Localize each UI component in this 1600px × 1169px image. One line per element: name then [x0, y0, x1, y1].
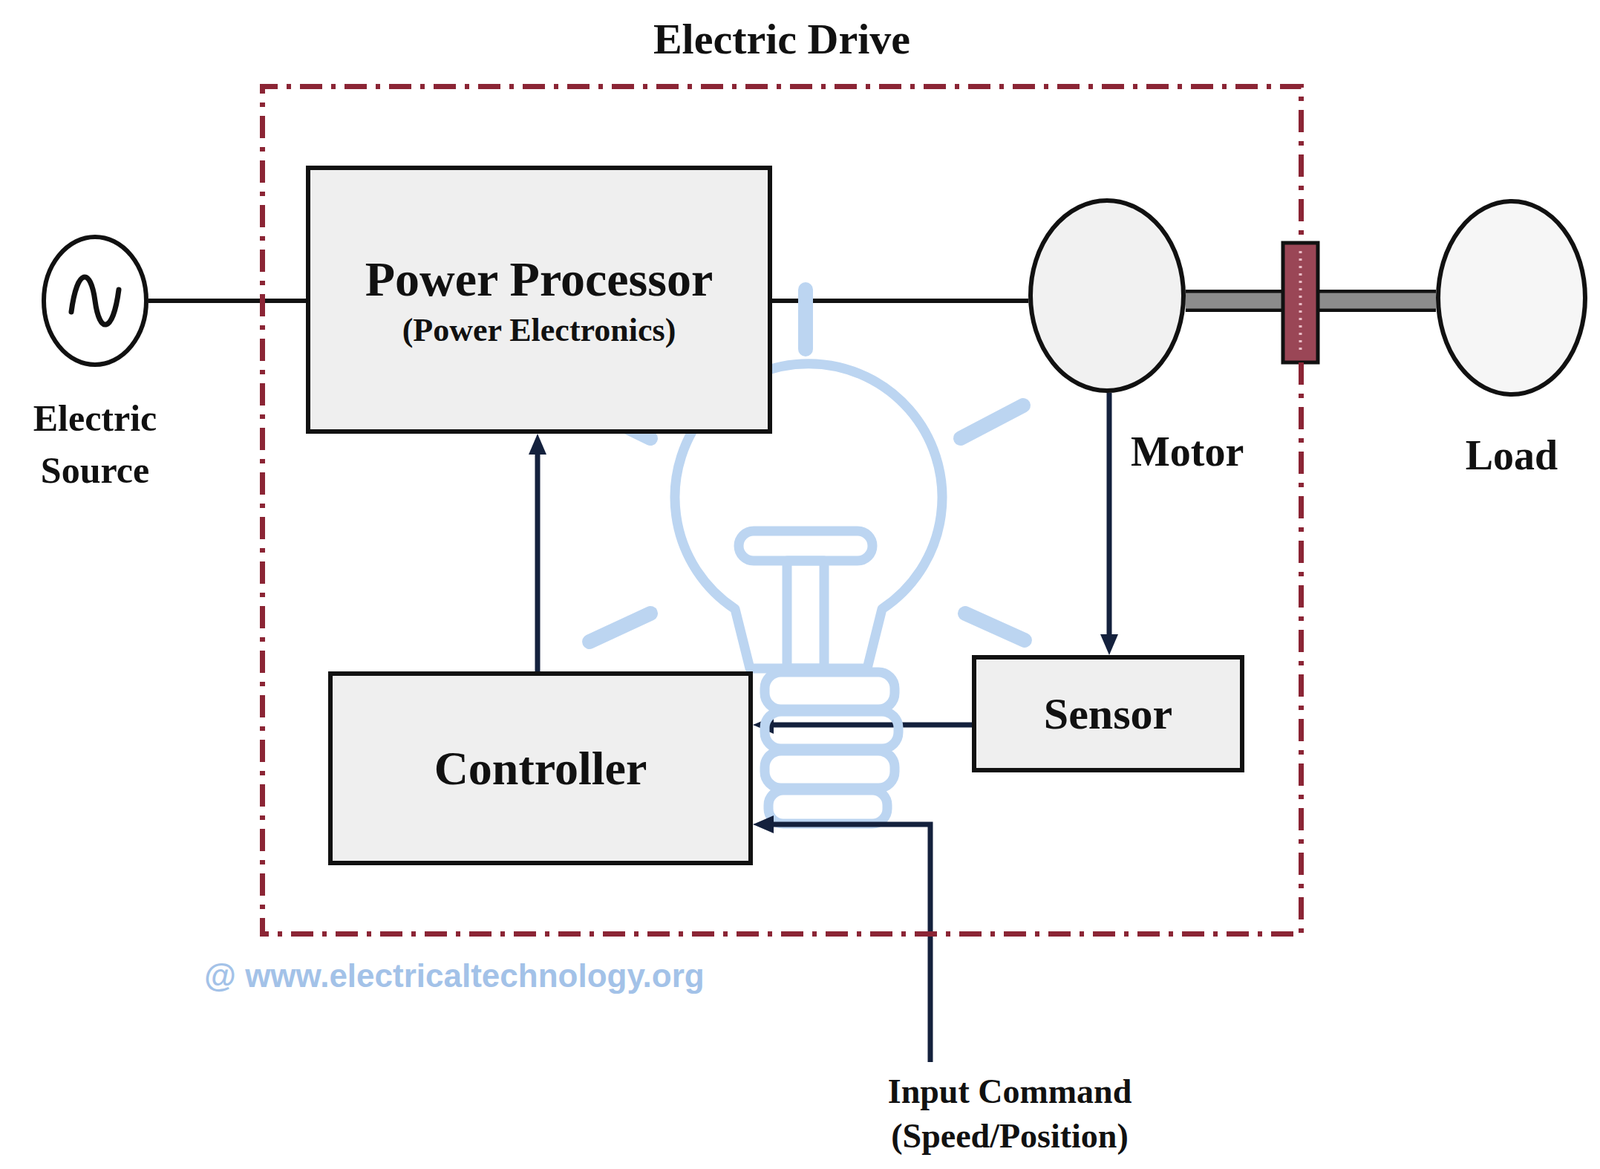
process-box: Power Processor(Power Electronics) [305, 165, 773, 434]
load-circle: Load [1435, 198, 1588, 397]
bulb-watermark [589, 289, 1025, 824]
box-subtitle: (Power Electronics) [402, 309, 677, 351]
bulb-ray [960, 405, 1024, 439]
signal-arrow [537, 441, 539, 672]
bulb-ray [592, 409, 651, 439]
motor-label: Motor [1130, 425, 1244, 478]
bulb-ray [965, 613, 1025, 640]
system-boundary: Electric DrivePower Processor(Power Elec… [259, 83, 1304, 937]
load-label: Load [1435, 429, 1588, 482]
motor-circle: Motor [1028, 198, 1186, 393]
signal-arrow [760, 724, 972, 726]
signal-label-holder: Input Command (Speed/Position) [853, 1069, 1166, 1159]
wire-line [148, 298, 306, 303]
signal-arrow [1109, 392, 1110, 648]
hand-finger [764, 750, 895, 788]
hand-finger [764, 671, 895, 710]
box-title: Sensor [1043, 686, 1173, 742]
shaft-coupling [1282, 242, 1318, 363]
hand-finger [764, 711, 899, 749]
watermark-holder: @ www.electricaltechnology.org [204, 954, 705, 996]
system-boundary-outline [259, 83, 1304, 937]
source-circle: Electric Source [41, 234, 149, 367]
load-circle-border [1438, 201, 1586, 395]
bulb-ray [589, 613, 651, 642]
controller-box: Controller [328, 671, 753, 865]
bulb-glass [674, 363, 943, 669]
process-box-border [308, 167, 770, 432]
arrow-line [1107, 392, 1113, 648]
bulb-stem [787, 560, 825, 669]
watermark: @ www.electricaltechnology.org [204, 954, 705, 996]
power-wire [148, 300, 306, 302]
arrow-line [760, 722, 972, 728]
connectors [148, 300, 1436, 725]
command-arrow [760, 824, 931, 1062]
load-circle-outline [1435, 198, 1588, 397]
coupling-dots [1299, 250, 1303, 355]
source-label: Electric Source [5, 392, 185, 496]
ac-source-symbol [71, 276, 119, 325]
sensor-box: Sensor [971, 654, 1245, 773]
drive-title: Electric Drive [259, 12, 1304, 67]
hand-finger [768, 789, 888, 824]
controller-box-border [330, 673, 751, 863]
motor-circle-border [1030, 200, 1184, 391]
arrow-line [535, 441, 541, 672]
source-circle-border [43, 236, 147, 365]
box-title: Power Processor [365, 248, 714, 311]
sensor-box-border [974, 657, 1243, 770]
bulb-ray [798, 289, 813, 349]
source-circle-outline [41, 234, 149, 367]
motor-circle-outline [1028, 198, 1186, 393]
signal-label: Input Command (Speed/Position) [853, 1069, 1166, 1159]
system-boundary-border [262, 86, 1302, 935]
box-title: Controller [434, 738, 648, 799]
